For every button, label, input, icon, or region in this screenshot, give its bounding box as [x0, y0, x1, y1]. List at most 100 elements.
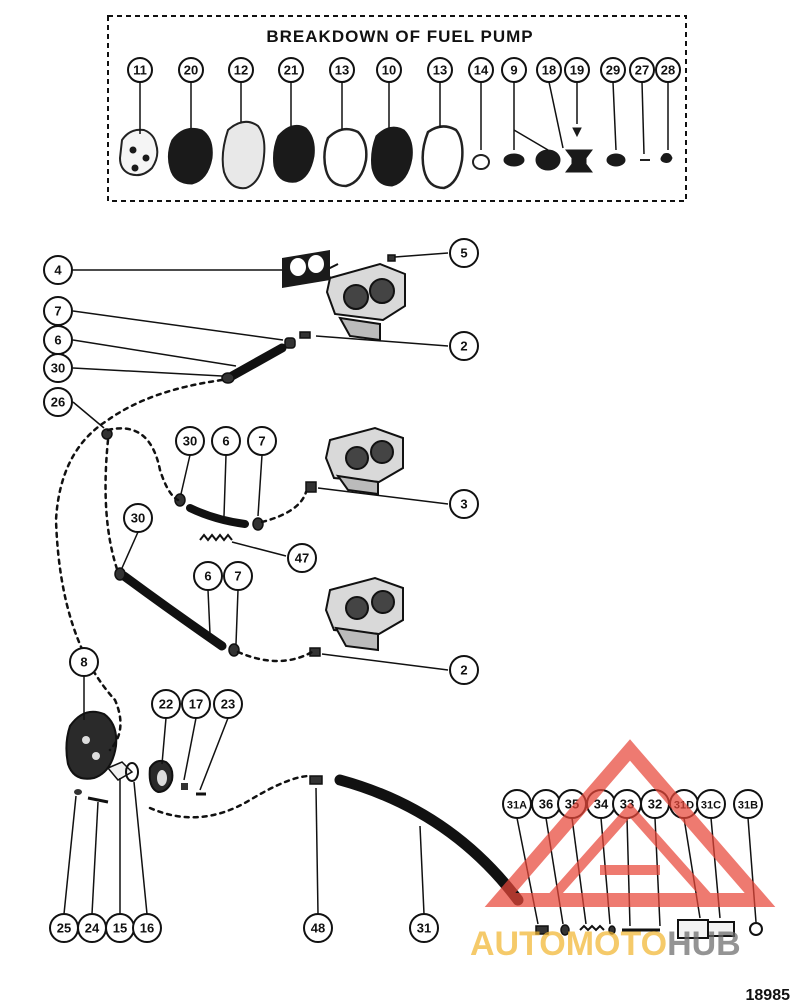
callout-c17-circle: [181, 689, 211, 719]
breakdown-border: [107, 15, 687, 202]
callout-c2a-label: 2: [460, 339, 467, 354]
callout-c48-circle: [303, 913, 333, 943]
callout-c6b: 6: [211, 426, 241, 456]
callout-c31a-label: 31A: [507, 800, 527, 812]
part-10-diaphragm: [371, 126, 413, 187]
callout-c6b-circle: [211, 426, 241, 456]
callout-c36-label: 36: [539, 797, 553, 812]
breakdown-callout-13: 28: [655, 57, 681, 83]
hose-6-middle: [186, 504, 249, 528]
callout-c31b: 31B: [733, 789, 763, 819]
breakdown-callout-2-label: 12: [234, 63, 248, 78]
part-19-screw: [572, 127, 582, 138]
callout-c5-circle: [449, 238, 479, 268]
automotohub-watermark: AUTOMOTOHUB: [470, 739, 776, 963]
part-9-valve-2: [535, 149, 561, 171]
carburetor-middle: [324, 426, 404, 496]
breakdown-leaders: [139, 81, 669, 155]
callout-c30b-label: 30: [183, 434, 197, 449]
callout-c30a-circle: [43, 353, 73, 383]
callout-c17: 17: [181, 689, 211, 719]
part-28-valve: [660, 153, 673, 163]
callout-c15: 15: [105, 913, 135, 943]
callout-c16-circle: [132, 913, 162, 943]
callout-c7c-label: 7: [234, 569, 241, 584]
callout-c5-label: 5: [460, 246, 467, 261]
callout-c3: 3: [449, 489, 479, 519]
callout-c17-label: 17: [189, 697, 203, 712]
callout-c31a: 31A: [502, 789, 532, 819]
callout-c7a-label: 7: [54, 304, 61, 319]
callout-c34-label: 34: [594, 797, 609, 812]
callout-c31c-circle: [696, 789, 726, 819]
callout-c23: 23: [213, 689, 243, 719]
callout-c4: 4: [43, 255, 73, 285]
callout-c2b-circle: [449, 655, 479, 685]
breakdown-callout-3-label: 21: [284, 63, 298, 78]
fittings: [101, 254, 396, 785]
watermark-text-part2: HUB: [667, 925, 741, 963]
breakdown-callout-6-label: 13: [433, 63, 447, 78]
callout-c5: 5: [449, 238, 479, 268]
watermark-text: AUTOMOTOHUB: [470, 925, 741, 963]
callout-c30c-circle: [123, 503, 153, 533]
breakdown-callout-7: 14: [468, 57, 494, 83]
watermark-logo-icon: [484, 739, 776, 907]
callout-c7a: 7: [43, 296, 73, 326]
part-29-check-valve: [606, 153, 626, 167]
carburetor-bottom: [324, 576, 404, 652]
breakdown-callout-8: 9: [501, 57, 527, 83]
breakdown-callout-5: 10: [376, 57, 402, 83]
callout-c16: 16: [132, 913, 162, 943]
callout-c23-label: 23: [221, 697, 235, 712]
hose-6-top: [227, 343, 287, 381]
breakdown-callout-6: 13: [427, 57, 453, 83]
callout-c26: 26: [43, 387, 73, 417]
callout-c30b: 30: [175, 426, 205, 456]
breakdown-callout-0-label: 11: [133, 63, 147, 78]
callout-c26-circle: [43, 387, 73, 417]
breakdown-callout-3: 21: [278, 57, 304, 83]
callout-c30c-label: 30: [131, 511, 145, 526]
callout-c7b: 7: [247, 426, 277, 456]
callout-c6c-circle: [193, 561, 223, 591]
callout-c26-label: 26: [51, 395, 65, 410]
callout-c36: 36: [531, 789, 561, 819]
breakdown-callout-11: 29: [600, 57, 626, 83]
callout-c23-circle: [213, 689, 243, 719]
breakdown-callout-1-label: 20: [184, 63, 198, 78]
part-20-diaphragm: [167, 127, 213, 185]
callout-c7b-label: 7: [258, 434, 265, 449]
callout-c16-label: 16: [140, 921, 154, 936]
hose-31: [334, 774, 524, 906]
callout-c8-circle: [69, 647, 99, 677]
callout-c22: 22: [151, 689, 181, 719]
watermark-text-part1: AUTOMOTO: [470, 925, 667, 963]
breakdown-callout-10-label: 19: [570, 63, 584, 78]
callout-c7b-circle: [247, 426, 277, 456]
callout-c4-label: 4: [54, 263, 62, 278]
figure-number: 18985: [746, 987, 791, 1004]
part-13-gasket: [323, 127, 368, 188]
breakdown-callout-9: 18: [536, 57, 562, 83]
carburetor-top: [324, 262, 406, 342]
callout-c47-circle: [287, 543, 317, 573]
breakdown-parts: [118, 120, 673, 190]
callout-c22-label: 22: [159, 697, 173, 712]
part-21-diaphragm: [273, 124, 315, 183]
callout-c47: 47: [287, 543, 317, 573]
spring-47: [199, 533, 233, 542]
callout-c15-label: 15: [113, 921, 127, 936]
breakdown-callout-5-label: 10: [382, 63, 396, 78]
part-12-pump-body: [221, 120, 266, 190]
callout-c31-label: 31: [417, 921, 431, 936]
callout-c3-circle: [449, 489, 479, 519]
callout-c25-label: 25: [57, 921, 71, 936]
callout-c24: 24: [77, 913, 107, 943]
callout-c31b-circle: [733, 789, 763, 819]
callout-c2a-circle: [449, 331, 479, 361]
callout-c31c-label: 31C: [701, 800, 721, 812]
